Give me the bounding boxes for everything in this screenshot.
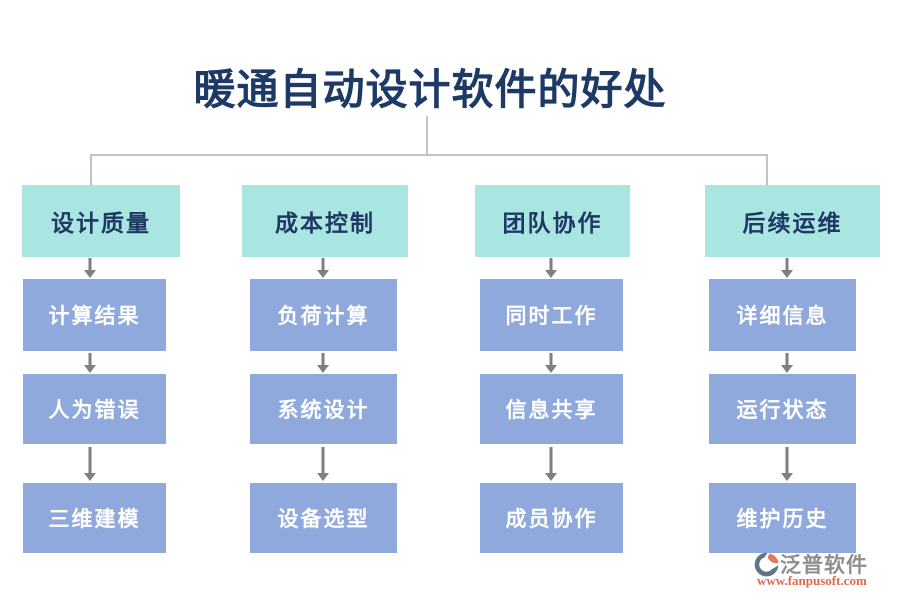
column-header-team-collaboration: 团队协作 (475, 185, 630, 257)
item-box-equipment-selection: 设备选型 (250, 483, 397, 553)
connector-horizontal (90, 154, 768, 156)
item-box-simultaneous-work: 同时工作 (480, 279, 623, 351)
arrow-down-icon (781, 353, 793, 373)
arrow-down-icon (545, 447, 557, 481)
arrow-down-icon (84, 353, 96, 373)
watermark-url: www.fanpusoft.com (757, 573, 867, 588)
arrow-down-icon (84, 447, 96, 481)
arrow-down-icon (317, 353, 329, 373)
column-header-operations-maintenance: 后续运维 (705, 185, 880, 257)
item-box-3d-modeling: 三维建模 (23, 483, 166, 553)
item-box-calculation-results: 计算结果 (23, 279, 166, 351)
arrow-down-icon (84, 258, 96, 278)
connector-drop-left (90, 154, 92, 185)
item-box-system-design: 系统设计 (250, 374, 397, 444)
connector-drop-right (766, 154, 768, 185)
arrow-down-icon (781, 447, 793, 481)
item-box-operating-status: 运行状态 (709, 374, 856, 444)
arrow-down-icon (317, 258, 329, 278)
item-box-load-calculation: 负荷计算 (250, 279, 397, 351)
column-header-design-quality: 设计质量 (22, 185, 180, 257)
arrow-down-icon (545, 353, 557, 373)
arrow-down-icon (317, 447, 329, 481)
item-box-maintenance-history: 维护历史 (709, 483, 856, 553)
item-box-detailed-information: 详细信息 (709, 279, 856, 351)
column-header-cost-control: 成本控制 (242, 185, 408, 257)
item-box-member-collaboration: 成员协作 (480, 483, 623, 553)
fanpu-logo-icon (754, 552, 779, 577)
arrow-down-icon (781, 258, 793, 278)
item-box-human-error: 人为错误 (23, 374, 166, 444)
connector-title-stem (426, 116, 428, 154)
watermark-brand: 泛普软件 (780, 553, 868, 577)
diagram-title: 暖通自动设计软件的好处 (193, 68, 667, 114)
arrow-down-icon (545, 258, 557, 278)
item-box-information-sharing: 信息共享 (480, 374, 623, 444)
